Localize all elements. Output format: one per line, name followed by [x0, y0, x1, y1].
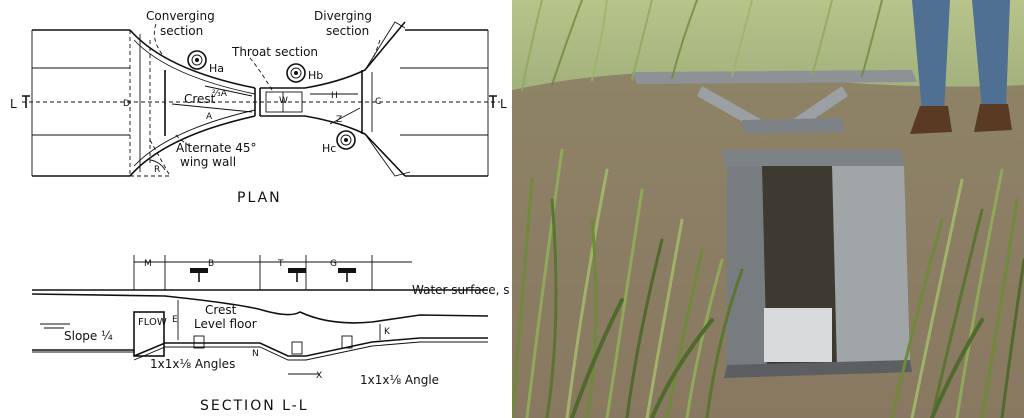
- gauge-cap-icon: [338, 268, 356, 282]
- label-l-right: L: [500, 97, 507, 111]
- label-hb: Hb: [308, 69, 323, 82]
- leader-throat: [249, 57, 273, 91]
- label-converging-1: Converging: [146, 9, 215, 23]
- label-two-thirds-a: ⅔A: [212, 89, 228, 99]
- floor-under: [133, 341, 488, 361]
- grass-foreground: [512, 148, 1024, 418]
- diagonal-brace: [697, 86, 762, 130]
- label-water-surface: Water surface, s: [412, 283, 510, 297]
- label-crest: Crest: [184, 92, 216, 106]
- label-g: G: [330, 259, 337, 269]
- label-converging-2: section: [160, 24, 203, 38]
- dim-a: [171, 103, 253, 113]
- label-angle: 1x1x⅛ Angle: [360, 373, 439, 387]
- label-throat: Throat section: [231, 45, 318, 59]
- left-boot: [910, 106, 952, 134]
- label-h: H: [331, 91, 338, 101]
- throat-beam: [742, 118, 844, 134]
- label-k: K: [384, 327, 391, 337]
- label-level-floor: Level floor: [194, 317, 257, 331]
- left-flume-wall: [727, 166, 767, 370]
- angle-block: [193, 335, 205, 349]
- label-t: T: [277, 259, 284, 269]
- label-diverging-2: section: [326, 24, 369, 38]
- right-flume-wall: [832, 166, 910, 370]
- converging-wall-inner: [133, 109, 256, 167]
- angle-block: [341, 335, 353, 349]
- diverging-flare: [364, 133, 411, 177]
- water-ripple: [40, 323, 70, 329]
- label-l-left: L: [10, 97, 17, 111]
- section-caption: SECTION L-L: [200, 398, 309, 414]
- angle-block: [291, 341, 303, 355]
- water-surface-line: [31, 293, 489, 324]
- wing-arc: [149, 159, 166, 171]
- label-c: C: [375, 97, 381, 107]
- metal-flume: [632, 70, 917, 378]
- label-d: D: [123, 99, 130, 109]
- label-w: W: [279, 96, 288, 106]
- diverging-wall-bottom: [304, 115, 406, 177]
- label-n: N: [252, 349, 259, 359]
- label-wing-2: wing wall: [180, 155, 236, 169]
- label-crest: Crest: [205, 303, 237, 317]
- leader-diverging: [369, 39, 381, 66]
- label-slope: Slope ¼: [64, 329, 113, 343]
- base-plate: [724, 360, 912, 378]
- label-x: X: [316, 371, 322, 381]
- gauge-ha-icon: [187, 50, 207, 70]
- top-cross-beam: [632, 70, 917, 84]
- label-b: B: [208, 259, 214, 269]
- label-wing-1: Alternate 45°: [176, 141, 256, 155]
- parshall-flume-diagram: Converging section Diverging section Thr…: [10, 9, 510, 414]
- section-mark-left: [22, 95, 30, 108]
- gauge-hb-icon: [286, 63, 306, 83]
- gauge-hc-icon: [336, 130, 356, 150]
- leader-wing: [174, 133, 191, 147]
- dim-z: [329, 107, 361, 125]
- label-a: A: [206, 112, 213, 122]
- gauge-cap-icon: [288, 268, 306, 282]
- floor-profile: [133, 337, 488, 357]
- leader-converging: [153, 23, 166, 59]
- section-view: M B T G Water surface: [31, 255, 510, 414]
- person-legs: [910, 0, 1012, 134]
- flume-outlet-plate: [764, 308, 832, 362]
- grass-background: [521, 0, 883, 91]
- converging-wall-top: [129, 29, 256, 89]
- right-leg-jeans: [972, 0, 1010, 110]
- dim-two-thirds-a: [204, 85, 253, 97]
- label-hc: Hc: [322, 142, 336, 155]
- converging-wall-inner: [133, 39, 256, 95]
- plan-view: Converging section Diverging section Thr…: [10, 9, 507, 206]
- mid-beam: [722, 150, 904, 166]
- diverging-wall-top: [304, 21, 406, 89]
- label-flow: FLOW: [138, 317, 167, 328]
- label-z: Z: [336, 115, 342, 125]
- label-e: E: [172, 315, 178, 325]
- label-r: R: [154, 165, 160, 175]
- label-m: M: [144, 259, 152, 269]
- flume-photo: [512, 0, 1024, 418]
- left-leg-jeans: [912, 0, 950, 112]
- right-boot: [974, 104, 1012, 132]
- gauge-cap-icon: [190, 268, 208, 282]
- section-mark-right: [489, 95, 497, 108]
- entrance-block: [133, 311, 165, 357]
- label-ha: Ha: [209, 62, 224, 75]
- plan-caption: PLAN: [237, 190, 282, 206]
- label-diverging-1: Diverging: [314, 9, 372, 23]
- converging-wall-bottom: [129, 115, 256, 177]
- label-angles: 1x1x⅛ Angles: [150, 357, 235, 371]
